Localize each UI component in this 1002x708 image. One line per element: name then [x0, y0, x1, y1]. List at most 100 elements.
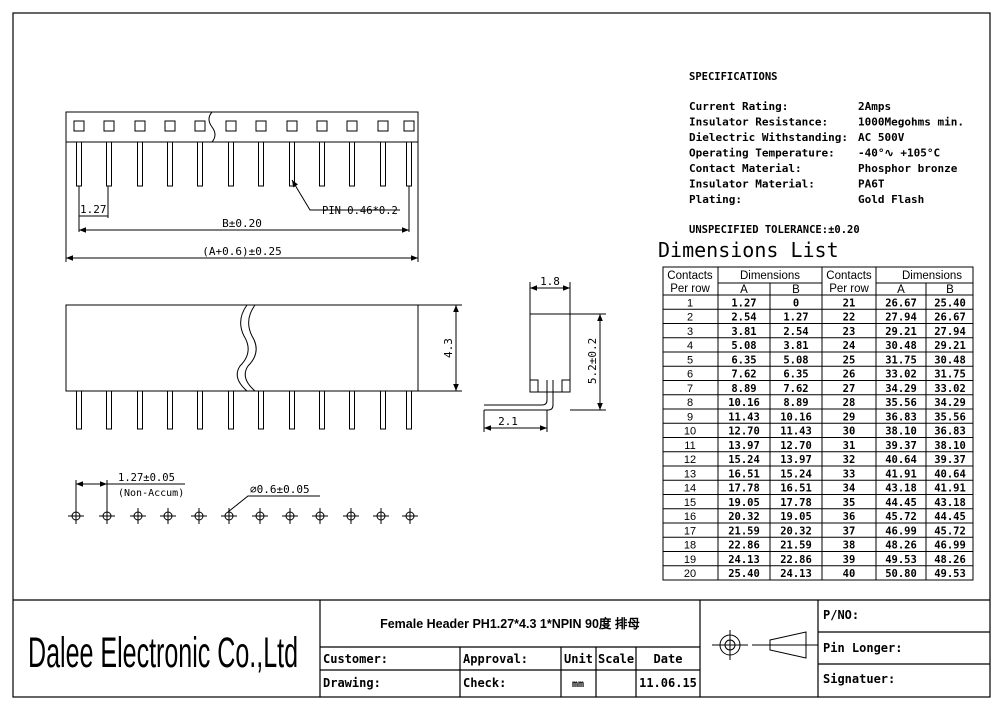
table-cell: 32 — [843, 454, 856, 466]
spec-value: Phosphor bronze — [858, 162, 958, 175]
table-cell: 0 — [793, 297, 799, 309]
company-name: Dalee Electronic Co.,Ltd — [28, 629, 298, 677]
table-cell: 38 — [843, 540, 856, 552]
table-cell: 13.97 — [780, 454, 812, 466]
table-cell: 10.16 — [780, 411, 812, 423]
contact-square — [73, 120, 85, 132]
table-cell: 13.97 — [728, 440, 760, 452]
contact-square — [316, 120, 328, 132]
table-cell: 28 — [843, 397, 856, 409]
top-pin — [228, 141, 234, 187]
table-cell: 36.83 — [885, 411, 917, 423]
table-cell: 5 — [687, 354, 693, 366]
projection-symbol-icon — [712, 630, 818, 660]
pin-longer-label: Pin Longer: — [823, 641, 902, 655]
front-pin — [406, 390, 412, 430]
spec-label: Plating: — [689, 193, 742, 206]
product-title: Female Header PH1.27*4.3 1*NPIN 90度 排母 — [380, 616, 640, 631]
table-cell: 7 — [687, 383, 693, 395]
scale-label: Scale — [598, 652, 634, 666]
table-cell: 1.27 — [783, 312, 808, 324]
table-cell: 27.94 — [934, 326, 966, 338]
contact-square — [377, 120, 389, 132]
table-cell: 45.72 — [934, 525, 966, 537]
table-cell: 46.99 — [885, 525, 917, 537]
spec-value: 1000Megohms min. — [858, 116, 964, 129]
table-cell: 22.86 — [780, 554, 812, 566]
spec-label: Dielectric Withstanding: — [689, 131, 848, 144]
table-cell: 11.43 — [728, 411, 760, 423]
table-cell: 25.40 — [934, 297, 966, 309]
table-cell: 6.35 — [783, 369, 808, 381]
table-cell: 5.08 — [783, 354, 808, 366]
dim-list-header-b-right: B — [946, 284, 954, 296]
table-cell: 11 — [684, 440, 695, 452]
top-pin — [167, 141, 173, 187]
table-cell: 27 — [843, 383, 856, 395]
contact-square — [164, 120, 176, 132]
table-cell: 10.16 — [728, 397, 760, 409]
table-cell: 19.05 — [728, 497, 760, 509]
table-cell: 18 — [684, 540, 696, 552]
table-cell: 35.56 — [934, 411, 966, 423]
table-cell: 44.45 — [885, 497, 917, 509]
table-cell: 10 — [684, 426, 696, 438]
table-cell: 31.75 — [885, 354, 917, 366]
table-cell: 17.78 — [728, 483, 760, 495]
dim-pcb-pitch-label: 1.27±0.05 — [118, 472, 175, 484]
drawing-label: Drawing: — [323, 676, 381, 690]
table-cell: 15 — [684, 497, 696, 509]
date-value: 11.06.15 — [639, 676, 697, 690]
table-cell: 2.54 — [783, 326, 808, 338]
customer-label: Customer: — [323, 652, 388, 666]
spec-label: Insulator Resistance: — [689, 116, 828, 129]
table-cell: 3.81 — [731, 326, 756, 338]
table-cell: 40 — [843, 568, 856, 580]
dim-list-title: Dimensions List — [658, 238, 839, 262]
dim-a-label: (A+0.6)±0.25 — [202, 245, 281, 258]
spec-value: 2Amps — [858, 100, 891, 113]
spec-value: AC 500V — [858, 131, 905, 144]
front-pin — [258, 390, 264, 430]
dim-list-header-a-right: A — [897, 284, 905, 296]
front-pin — [289, 390, 295, 430]
dim-list-header-per-row-left: Per row — [670, 283, 710, 295]
table-cell: 33.02 — [885, 369, 917, 381]
table-cell: 11.43 — [780, 426, 812, 438]
table-cell: 13 — [684, 468, 696, 480]
dim-list-header-dims-right: Dimensions — [902, 270, 962, 282]
top-view-break — [208, 111, 216, 143]
table-cell: 24.13 — [780, 568, 812, 580]
table-cell: 34.29 — [885, 383, 917, 395]
table-cell: 25.40 — [728, 568, 760, 580]
dim-pcb-note: (Non-Accum) — [118, 488, 184, 499]
approval-label: Approval: — [463, 652, 528, 666]
table-cell: 2 — [687, 312, 693, 324]
spec-label: Contact Material: — [689, 162, 802, 175]
table-cell: 9 — [687, 411, 693, 423]
front-view-pins — [76, 390, 412, 430]
table-cell: 44.45 — [934, 511, 966, 523]
table-cell: 16.51 — [780, 483, 812, 495]
table-cell: 4 — [687, 340, 693, 352]
table-cell: 30 — [843, 426, 856, 438]
table-cell: 38.10 — [934, 440, 966, 452]
dim-height-label: 4.3 — [442, 338, 455, 358]
table-cell: 14 — [684, 483, 696, 495]
sheet-border — [12, 12, 991, 698]
table-cell: 43.18 — [885, 483, 917, 495]
table-cell: 31 — [843, 440, 856, 452]
table-cell: 24 — [843, 340, 856, 352]
table-cell: 48.26 — [934, 554, 966, 566]
top-view — [65, 111, 419, 262]
dim-side-width-label: 1.8 — [540, 275, 560, 288]
table-cell: 12.70 — [780, 440, 812, 452]
table-cell: 12 — [684, 454, 696, 466]
contact-square — [194, 120, 206, 132]
table-cell: 49.53 — [885, 554, 917, 566]
table-cell: 39.37 — [934, 454, 966, 466]
table-cell: 46.99 — [934, 540, 966, 552]
front-pin — [319, 390, 325, 430]
top-pin — [137, 141, 143, 187]
top-pin — [258, 141, 264, 187]
